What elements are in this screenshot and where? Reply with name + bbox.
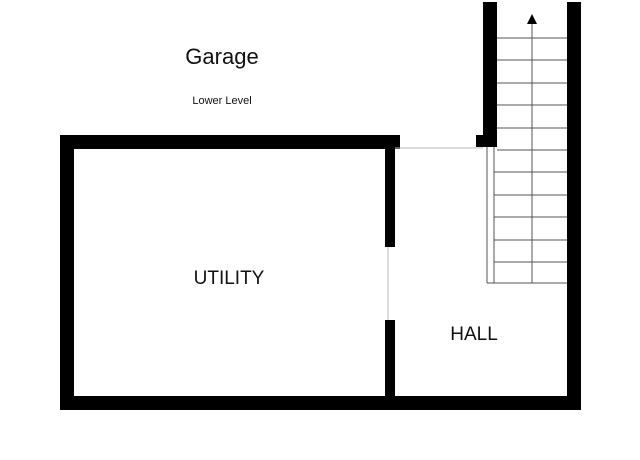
walls: [60, 2, 581, 410]
wall-stair-left-jog: [476, 135, 497, 147]
floor-subtitle: Lower Level: [192, 95, 251, 107]
stair-treads: [494, 37, 567, 263]
wall-left: [60, 135, 74, 410]
room-label-utility: UTILITY: [194, 268, 265, 289]
floor-title: Garage: [185, 44, 258, 69]
wall-divider-upper: [385, 135, 395, 247]
room-label-hall: HALL: [450, 324, 498, 345]
wall-stair-left: [483, 2, 497, 147]
wall-bottom: [60, 396, 581, 410]
wall-top-utility: [60, 135, 400, 149]
wall-divider-lower: [385, 320, 395, 410]
thin-lines: [387, 147, 483, 320]
up-arrow-icon: [527, 14, 537, 24]
wall-right: [567, 2, 581, 410]
staircase: [486, 22, 567, 284]
